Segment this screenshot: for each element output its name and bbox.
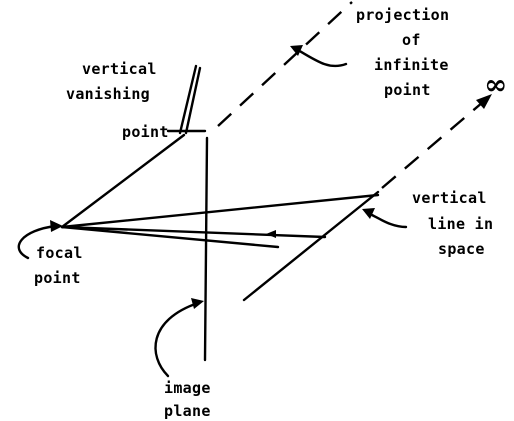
ray-top (60, 193, 380, 229)
image-plane-arrowhead (191, 298, 204, 309)
infinity-dashed-line (381, 101, 484, 189)
focal-to-vanishing-line (60, 133, 186, 229)
focal-point-arrowhead (50, 220, 63, 232)
vanishing-double-line-b (184, 66, 202, 135)
vanishing-double-line-a (178, 64, 198, 135)
image-plane-line (203, 136, 209, 362)
image-plane-label-line1: image (164, 379, 211, 397)
focal-point-pointer (17, 224, 58, 260)
projection-arrowhead (290, 45, 303, 56)
ray-bottom (60, 225, 280, 249)
vertical-line-label-line3: space (438, 240, 485, 258)
image-plane-label-line2: plane (164, 402, 211, 420)
vertical-line-in-space (242, 190, 380, 302)
image-plane-pointer (154, 301, 200, 378)
vanishing-label-line3: point (122, 123, 169, 141)
infinity-symbol: ∞ (484, 68, 507, 101)
focal-label-line2: point (34, 269, 81, 287)
projection-pointer (296, 48, 348, 68)
ray-arrowhead (266, 230, 276, 238)
vertical-line-pointer (368, 212, 408, 229)
projection-label-line2: of (402, 31, 421, 49)
vertical-line-arrowhead (362, 208, 375, 219)
vanishing-label-line1: vertical (82, 60, 157, 78)
ray-middle (60, 225, 327, 239)
vanishing-label-line2: vanishing (66, 85, 150, 103)
projection-dashed-line (217, 1, 353, 127)
projection-label-line3: infinite (374, 56, 449, 74)
projection-label-line1: projection (356, 6, 449, 24)
projection-label-line4: point (384, 81, 431, 99)
vertical-line-label-line2: line in (428, 215, 493, 233)
vertical-line-label-line1: vertical (412, 189, 487, 207)
infinity-arrowhead (476, 94, 492, 109)
focal-label-line1: focal (36, 244, 83, 262)
